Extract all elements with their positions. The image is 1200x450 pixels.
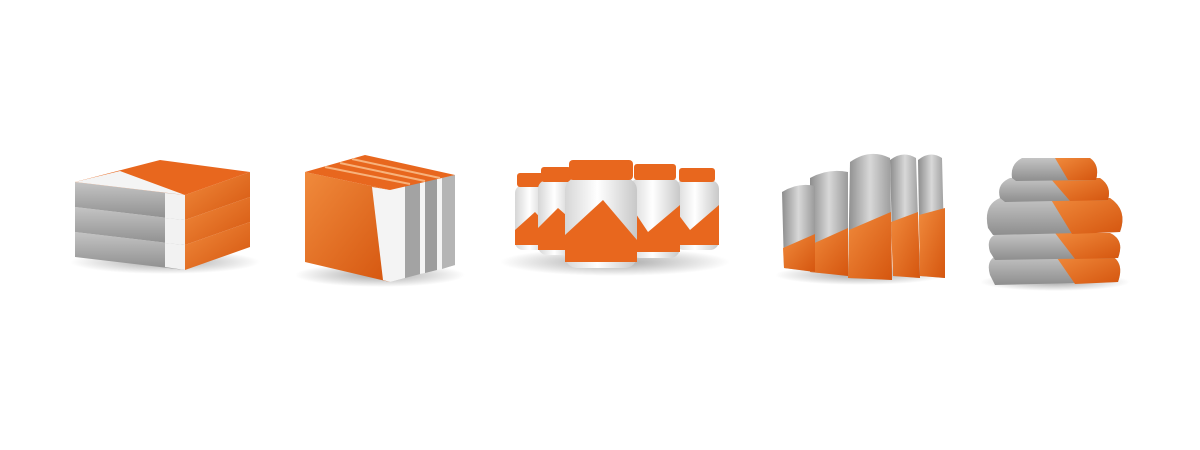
pillow-bag xyxy=(988,233,1121,260)
pillow-bag xyxy=(999,178,1109,202)
pouch xyxy=(848,153,892,280)
stacked-pillow-bags xyxy=(980,158,1130,291)
pouch xyxy=(918,154,945,278)
pouch xyxy=(810,170,848,276)
flat-box xyxy=(75,197,250,245)
pillow-bag xyxy=(988,255,1121,285)
grouped-upright-boxes xyxy=(295,155,465,287)
stacked-flat-boxes xyxy=(70,160,260,274)
pillow-bag xyxy=(1011,158,1098,181)
pouch xyxy=(782,184,815,272)
pillow-bag xyxy=(986,198,1123,235)
bottle xyxy=(630,164,680,258)
bottle xyxy=(675,168,719,250)
bottles xyxy=(500,160,730,276)
bottle xyxy=(565,160,637,268)
flat-box xyxy=(75,222,250,270)
flat-box xyxy=(75,160,250,220)
box-front xyxy=(305,172,390,282)
standing-pouches xyxy=(775,153,945,285)
pouch xyxy=(890,154,920,278)
